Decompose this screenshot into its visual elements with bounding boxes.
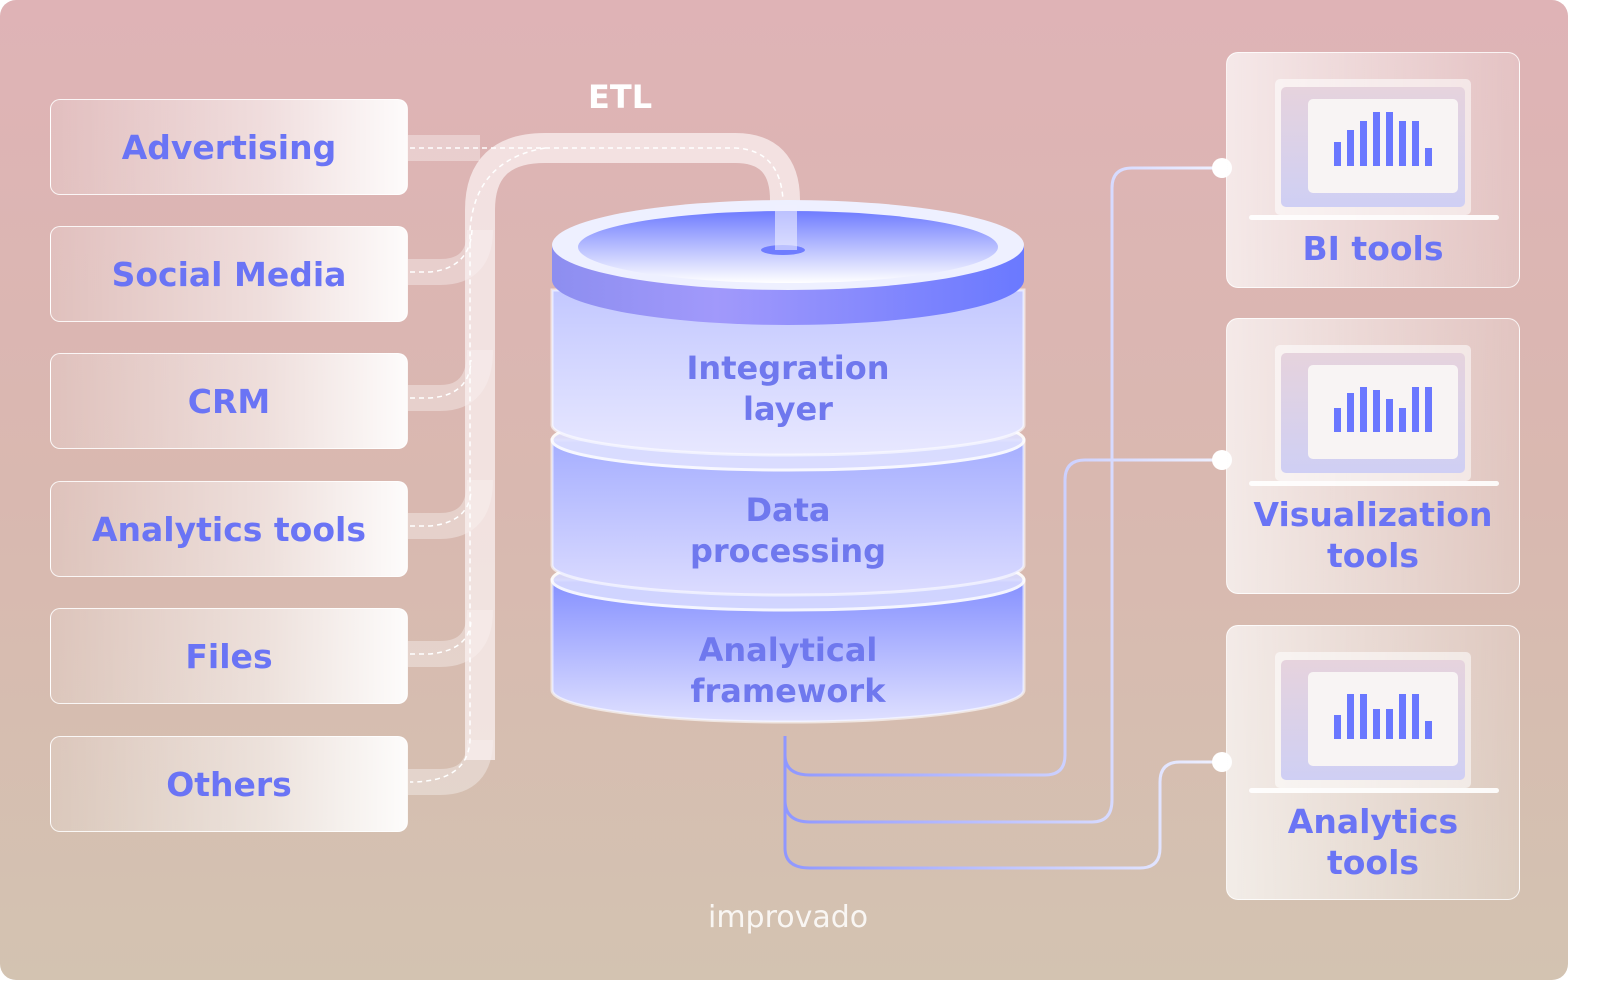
- output-bi-label: BI tools: [1302, 229, 1444, 268]
- improvado-logo: improvado: [708, 900, 869, 935]
- chart-bar-icon: [1425, 721, 1432, 739]
- layer-processing-line2: processing: [689, 532, 887, 570]
- source-social-media: Social Media: [50, 226, 408, 322]
- output-analytics-line2: tools: [1326, 843, 1420, 882]
- laptop-bar-chart-icon: [1275, 652, 1471, 788]
- chart-bar-icon: [1386, 709, 1393, 739]
- layer-integration-line1: Integration: [686, 349, 890, 387]
- chart-bar-icon: [1334, 408, 1341, 432]
- chart-bar-icon: [1347, 694, 1354, 739]
- etl-label: ETL: [588, 78, 653, 116]
- laptop-bar-chart-icon: [1275, 79, 1471, 215]
- chart-bar-icon: [1373, 112, 1380, 166]
- etl-pipes: [408, 133, 800, 795]
- chart-bar-icon: [1412, 694, 1419, 739]
- layer-data-processing: Data processing: [552, 490, 1024, 572]
- output-analytics-tools: Analytics tools: [1226, 625, 1520, 900]
- chart-bar-icon: [1373, 390, 1380, 432]
- source-advertising: Advertising: [50, 99, 408, 195]
- chart-bar-icon: [1334, 715, 1341, 739]
- chart-bar-icon: [1334, 142, 1341, 166]
- output-connectors: [783, 166, 1218, 870]
- chart-bar-icon: [1399, 121, 1406, 166]
- source-files: Files: [50, 608, 408, 704]
- chart-bar-icon: [1386, 399, 1393, 432]
- database-cylinder: [550, 200, 1026, 724]
- source-crm: CRM: [50, 353, 408, 449]
- layer-analytical-framework: Analytical framework: [552, 630, 1024, 712]
- laptop-bar-chart-icon: [1275, 345, 1471, 481]
- diagram-graphics: [408, 133, 1218, 870]
- layer-integration-line2: layer: [743, 390, 833, 428]
- chart-bar-icon: [1373, 709, 1380, 739]
- chart-bar-icon: [1425, 387, 1432, 432]
- chart-bar-icon: [1347, 130, 1354, 166]
- chart-bar-icon: [1360, 694, 1367, 739]
- chart-bar-icon: [1360, 121, 1367, 166]
- layer-analytical-line1: Analytical: [698, 631, 878, 669]
- chart-bar-icon: [1412, 387, 1419, 432]
- output-bi-tools: BI tools: [1226, 52, 1520, 288]
- chart-bar-icon: [1386, 112, 1393, 166]
- chart-bar-icon: [1360, 387, 1367, 432]
- layer-processing-line1: Data: [745, 491, 831, 529]
- chart-bar-icon: [1347, 393, 1354, 432]
- source-analytics-tools: Analytics tools: [50, 481, 408, 577]
- output-visualization-tools: Visualization tools: [1226, 318, 1520, 594]
- diagram-canvas: ETL Advertising Social Media CRM Analyti…: [0, 0, 1568, 980]
- chart-bar-icon: [1425, 148, 1432, 166]
- output-visualization-line2: tools: [1326, 536, 1420, 575]
- layer-integration: Integration layer: [552, 348, 1024, 430]
- output-visualization-line1: Visualization: [1253, 495, 1493, 534]
- layer-analytical-line2: framework: [690, 672, 886, 710]
- chart-bar-icon: [1399, 408, 1406, 432]
- output-analytics-line1: Analytics: [1287, 802, 1459, 841]
- chart-bar-icon: [1412, 121, 1419, 166]
- source-others: Others: [50, 736, 408, 832]
- chart-bar-icon: [1399, 694, 1406, 739]
